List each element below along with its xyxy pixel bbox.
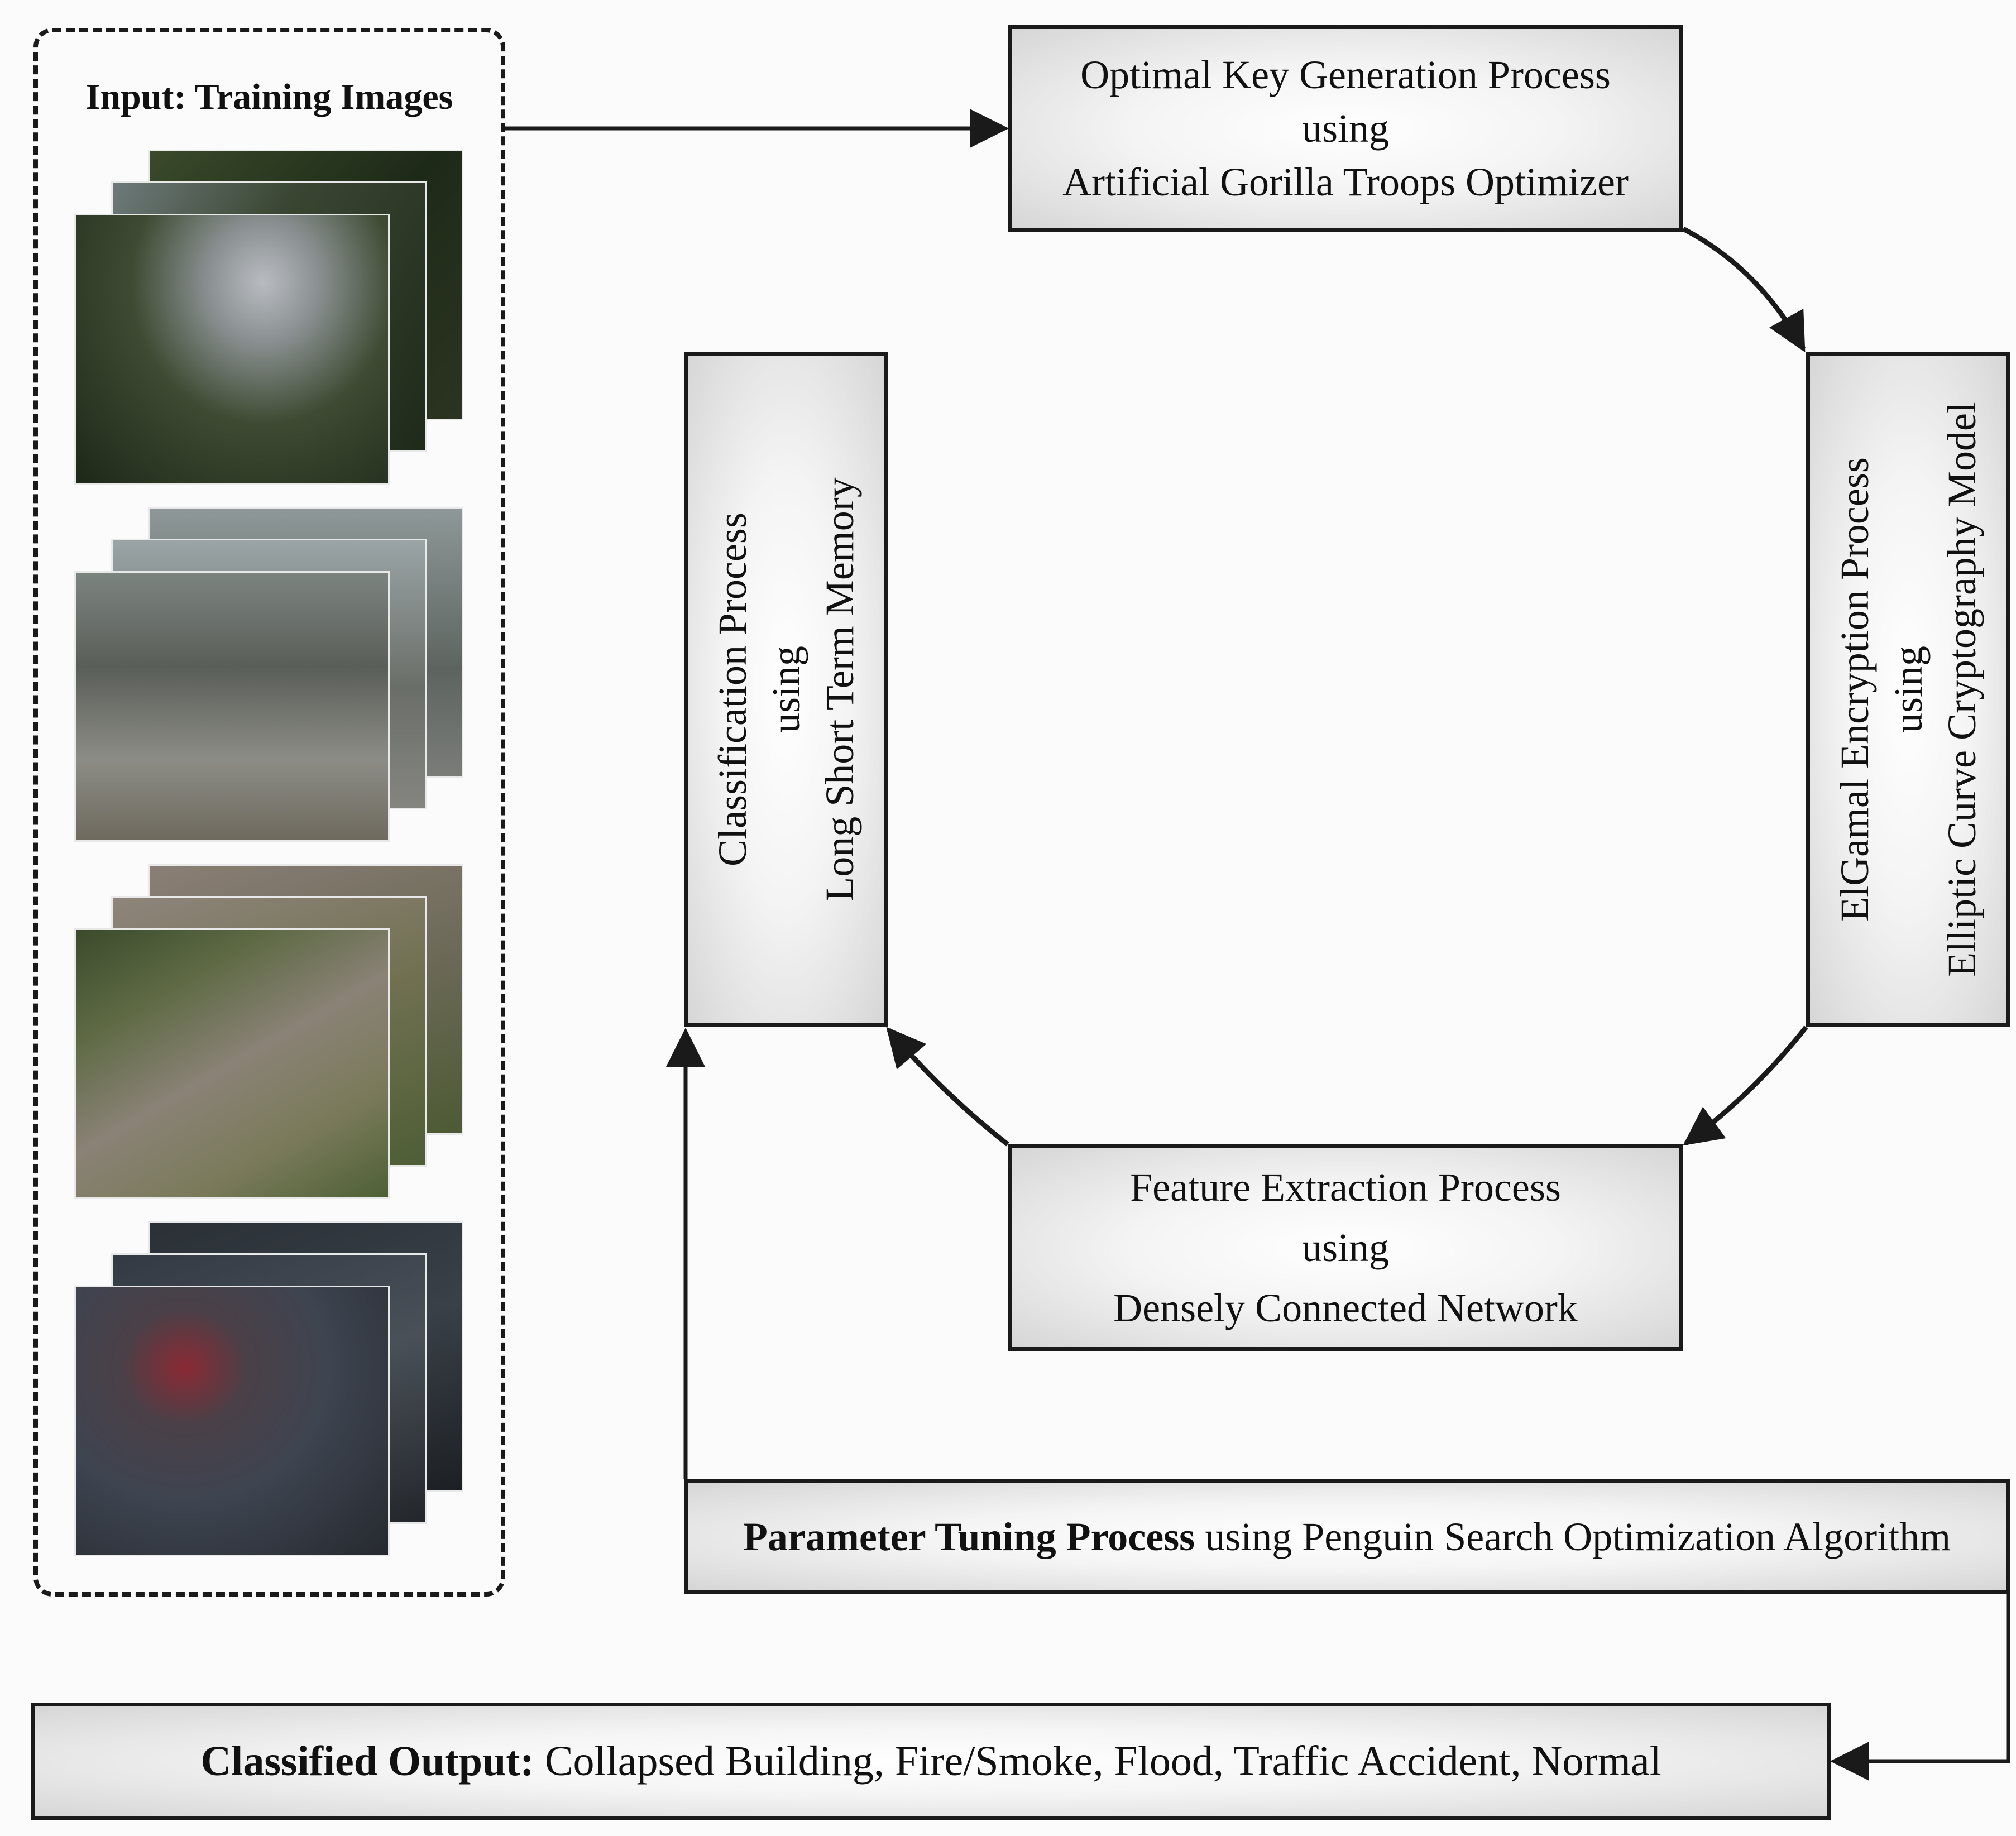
frame-front-fire-smoke — [74, 214, 390, 485]
parameter-tuning-box: Parameter Tuning Process using Penguin S… — [684, 1479, 2010, 1594]
arrow-key-generation-to-encryption — [1682, 227, 1806, 353]
parameter-tuning-method: using Penguin Search Optimization Algori… — [1195, 1514, 1951, 1559]
key-generation-box: Optimal Key Generation Process using Art… — [1008, 25, 1683, 232]
feature-extraction-method: Densely Connected Network — [1113, 1286, 1578, 1330]
image-stack-flood — [74, 864, 465, 1199]
output-label: Classified Output: — [200, 1738, 534, 1785]
encryption-box: ElGamal Encryption Process using Ellipti… — [1806, 352, 2010, 1027]
key-generation-method: Artificial Gorilla Troops Optimizer — [1062, 160, 1629, 204]
feature-extraction-title: Feature Extraction Process — [1130, 1165, 1561, 1210]
parameter-tuning-label: Parameter Tuning Process — [743, 1514, 1195, 1559]
input-title: Input: Training Images — [85, 76, 453, 117]
output-classes: Collapsed Building, Fire/Smoke, Flood, T… — [534, 1738, 1661, 1785]
image-stack-fire-smoke — [74, 150, 465, 485]
image-stack-traffic-accident — [74, 1221, 465, 1556]
frame-front-traffic-accident — [74, 1286, 390, 1556]
frame-front-flood — [74, 928, 390, 1199]
arrow-parameter-tuning-to-output — [1830, 1594, 2010, 1781]
arrow-feature-extraction-to-classification — [886, 1027, 1009, 1147]
feature-extraction-box: Feature Extraction Process using Densely… — [1008, 1144, 1683, 1351]
frame-front-collapsed-building — [74, 571, 390, 842]
key-generation-title: Optimal Key Generation Process — [1080, 52, 1611, 97]
input-images-panel: Input: Training Images — [33, 28, 505, 1597]
feature-extraction-using: using — [1301, 1225, 1390, 1270]
classification-box: Classification Process using Long Short … — [684, 352, 888, 1027]
image-stack-collapsed-building — [74, 507, 465, 842]
key-generation-using: using — [1301, 106, 1390, 151]
classified-output-box: Classified Output: Collapsed Building, F… — [31, 1703, 1831, 1820]
arrow-encryption-to-feature-extraction — [1683, 1025, 1808, 1146]
